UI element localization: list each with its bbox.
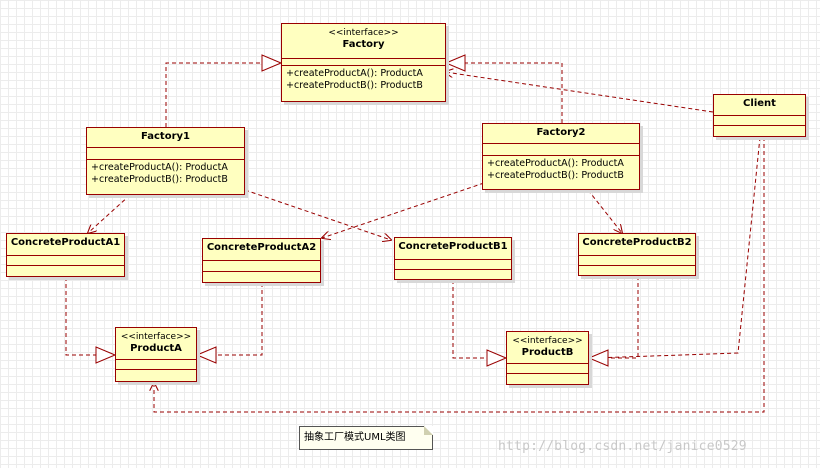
- concrete-product-b2-class[interactable]: ConcreteProductB2: [578, 233, 696, 276]
- class-header: ConcreteProductB2: [579, 234, 695, 256]
- realization-arrowhead: [444, 54, 466, 72]
- concrete-product-b1-class[interactable]: ConcreteProductB1: [394, 237, 512, 280]
- attributes-compartment: [714, 116, 805, 126]
- attributes-compartment: [395, 260, 511, 270]
- operations-compartment: +createProductA(): ProductA +createProdu…: [483, 156, 639, 182]
- dependency-factory1-concrete-a1: [88, 194, 131, 233]
- realization-concrete-a2-product-a: [215, 283, 263, 356]
- class-name: ConcreteProductB1: [398, 241, 508, 252]
- class-name: Factory1: [141, 131, 190, 142]
- concrete-product-a2-class[interactable]: ConcreteProductA2: [202, 238, 321, 283]
- realization-factory2-factory: [462, 62, 563, 123]
- diagram-note[interactable]: 抽象工厂模式UML类图: [299, 426, 433, 450]
- factory2-class[interactable]: Factory2 +createProductA(): ProductA +cr…: [482, 123, 640, 190]
- class-name: ProductA: [130, 343, 182, 354]
- operations-compartment: +createProductA(): ProductA +createProdu…: [282, 66, 445, 92]
- attributes-compartment: [203, 261, 320, 272]
- realization-arrowhead: [261, 54, 283, 72]
- class-header: Factory1: [87, 128, 244, 148]
- class-header: Client: [714, 95, 805, 116]
- dependency-client-factory: [445, 72, 714, 113]
- watermark-text: http://blog.csdn.net/janice0529: [498, 439, 747, 454]
- realization-concrete-b2-product-b: [606, 276, 639, 359]
- note-text: 抽象工厂模式UML类图: [304, 432, 406, 443]
- class-header: <<interface>> ProductB: [507, 332, 588, 364]
- operations-compartment: [395, 270, 511, 279]
- dependency-factory2-concrete-b2: [587, 189, 622, 233]
- realization-arrowhead: [486, 349, 508, 367]
- class-header: ConcreteProductB1: [395, 238, 511, 260]
- class-stereotype: <<interface>>: [512, 336, 583, 346]
- attributes-compartment: [579, 256, 695, 266]
- dependency-factory2-concrete-a2: [322, 182, 485, 238]
- realization-arrowhead: [195, 346, 217, 364]
- attributes-compartment: [507, 364, 588, 374]
- realization-concrete-a1-product-a: [65, 277, 97, 356]
- operation: +createProductB(): ProductB: [286, 80, 423, 91]
- operations-compartment: [507, 374, 588, 384]
- class-stereotype: <<interface>>: [120, 332, 192, 342]
- attributes-compartment: [116, 360, 196, 370]
- class-name: Client: [743, 98, 776, 109]
- factory1-class[interactable]: Factory1 +createProductA(): ProductA +cr…: [86, 127, 245, 195]
- realization-arrowhead: [587, 349, 609, 367]
- operations-compartment: [579, 266, 695, 275]
- class-stereotype: <<interface>>: [328, 28, 399, 38]
- operation: +createProductA(): ProductA: [286, 68, 423, 79]
- attributes-compartment: [483, 144, 639, 156]
- class-name: ConcreteProductA1: [10, 237, 121, 248]
- class-name: Factory2: [536, 127, 586, 138]
- class-header: <<interface>> ProductA: [116, 328, 196, 360]
- product-b-interface-class[interactable]: <<interface>> ProductB: [506, 331, 589, 385]
- operations-compartment: [116, 370, 196, 380]
- dependency-factory1-concrete-b1: [244, 189, 391, 240]
- operation: +createProductA(): ProductA: [91, 162, 228, 173]
- class-header: ConcreteProductA1: [7, 234, 124, 256]
- class-header: <<interface>> Factory: [282, 24, 445, 59]
- operations-compartment: [7, 266, 124, 276]
- realization-factory1-factory: [165, 62, 265, 127]
- operations-compartment: +createProductA(): ProductA +createProdu…: [87, 160, 244, 186]
- concrete-product-a1-class[interactable]: ConcreteProductA1: [6, 233, 125, 277]
- attributes-compartment: [7, 256, 124, 266]
- operations-compartment: [714, 126, 805, 136]
- class-name: ConcreteProductA2: [206, 242, 317, 253]
- class-name: ConcreteProductB2: [582, 237, 692, 248]
- dependency-client-product-b: [595, 136, 761, 358]
- dependency-client-product-a: [154, 137, 765, 413]
- operation: +createProductB(): ProductB: [487, 170, 624, 181]
- realization-concrete-b1-product-b: [452, 280, 488, 359]
- class-name: Factory: [342, 39, 385, 50]
- client-class[interactable]: Client: [713, 94, 806, 137]
- attributes-compartment: [87, 148, 244, 160]
- realization-arrowhead: [95, 346, 117, 364]
- attributes-compartment: [282, 59, 445, 66]
- operation: +createProductA(): ProductA: [487, 158, 624, 169]
- operation: +createProductB(): ProductB: [91, 174, 228, 185]
- operations-compartment: [203, 272, 320, 282]
- class-header: ConcreteProductA2: [203, 239, 320, 261]
- class-name: ProductB: [521, 347, 574, 358]
- class-header: Factory2: [483, 124, 639, 144]
- factory-interface-class[interactable]: <<interface>> Factory +createProductA():…: [281, 23, 446, 102]
- product-a-interface-class[interactable]: <<interface>> ProductA: [115, 327, 197, 382]
